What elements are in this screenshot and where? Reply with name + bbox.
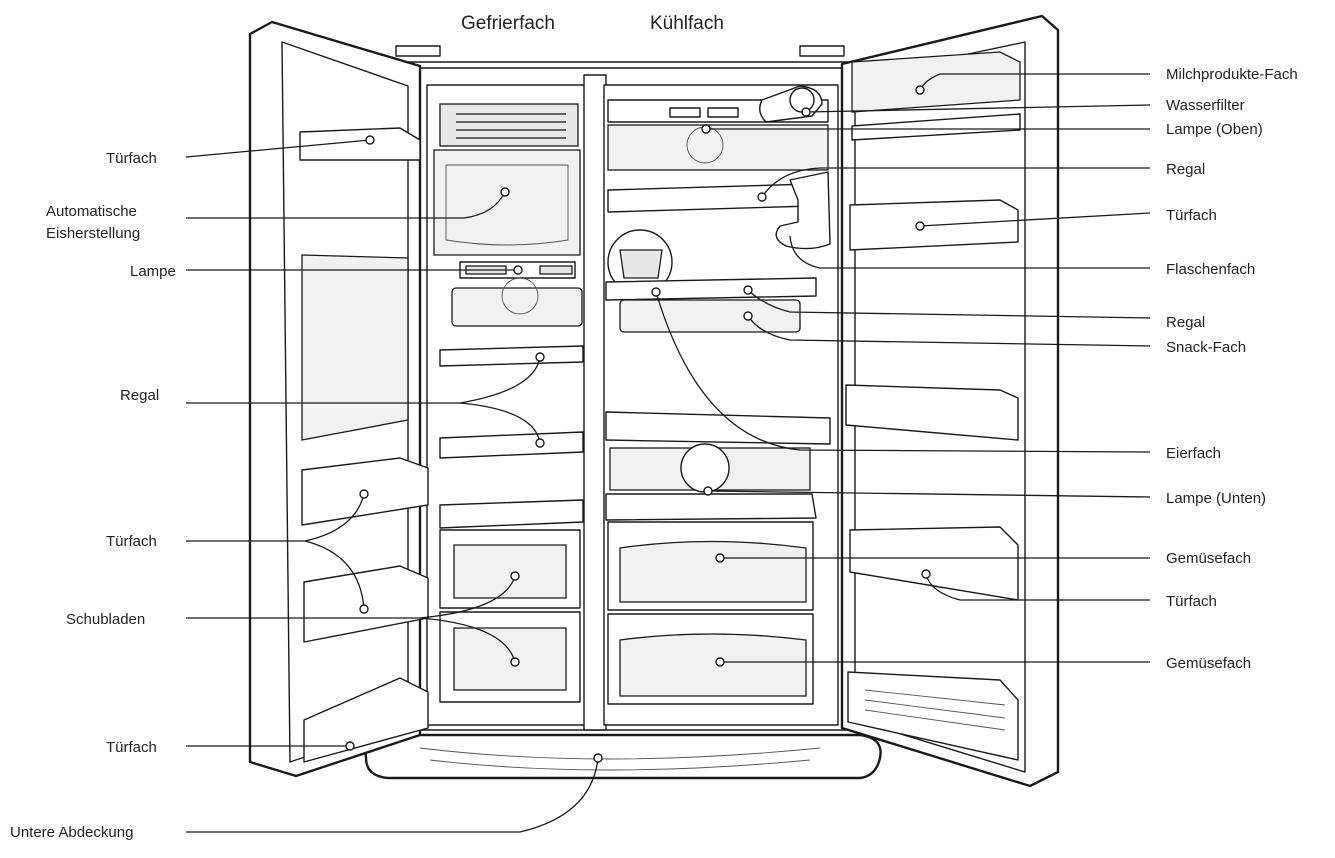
label-lamp: Lampe	[130, 263, 176, 280]
label-door-shelf-right-1: Türfach	[1166, 207, 1217, 224]
left-door-bin-3	[303, 565, 429, 643]
left-door-bin-4	[303, 677, 429, 763]
label-door-shelf-1: Türfach	[106, 150, 157, 167]
label-dairy-compartment: Milchprodukte-Fach	[1166, 66, 1298, 83]
label-vegetable-drawer-1: Gemüsefach	[1166, 550, 1251, 567]
freezer-lamp-cover	[451, 287, 583, 327]
right-labels: Milchprodukte-Fach Wasserfilter Lampe (O…	[651, 66, 1298, 672]
label-shelf: Regal	[120, 387, 159, 404]
label-bottle-compartment: Flaschenfach	[1166, 261, 1255, 278]
right-door	[840, 14, 1060, 788]
label-snack-compartment: Snack-Fach	[1166, 339, 1246, 356]
left-labels: Türfach Automatische Eisherstellung Lamp…	[10, 135, 603, 841]
refrigerator-illustration	[248, 14, 1060, 788]
ice-maker	[433, 149, 581, 256]
left-door-bin-1	[299, 127, 421, 161]
label-door-shelf-2: Türfach	[106, 533, 157, 550]
heading-fridge: Kühlfach	[650, 13, 724, 34]
label-lamp-top: Lampe (Oben)	[1166, 121, 1263, 138]
label-egg-compartment: Eierfach	[1166, 445, 1221, 462]
label-shelf-2: Regal	[1166, 314, 1205, 331]
label-vegetable-drawer-2: Gemüsefach	[1166, 655, 1251, 672]
label-ice-maker-2: Eisherstellung	[46, 225, 140, 242]
label-bottom-cover: Untere Abdeckung	[10, 824, 133, 841]
fridge-shelf-3	[605, 411, 831, 445]
right-door-bin-3	[849, 526, 1019, 601]
left-door	[248, 20, 429, 778]
snack-drawer	[619, 299, 801, 333]
bottom-cover	[364, 733, 882, 780]
center-divider	[583, 74, 607, 731]
heading-freezer: Gefrierfach	[461, 13, 555, 34]
label-water-filter: Wasserfilter	[1166, 97, 1245, 114]
label-door-shelf-3: Türfach	[106, 739, 157, 756]
right-door-bin-2	[845, 384, 1019, 441]
label-lamp-bottom: Lampe (Unten)	[1166, 490, 1266, 507]
label-shelf-1: Regal	[1166, 161, 1205, 178]
label-drawers: Schubladen	[66, 611, 145, 628]
fridge-top-lamp-housing	[607, 124, 829, 171]
right-door-dairy-compartment	[851, 51, 1021, 113]
freezer-shelf-2	[439, 431, 584, 459]
bottle-holder	[775, 171, 831, 250]
label-ice-maker-1: Automatische	[46, 203, 137, 220]
freezer-shelf-1	[439, 345, 584, 367]
fridge-shelf-2	[605, 277, 817, 301]
freezer-shelf-3	[439, 499, 584, 529]
fridge-bottom-lamp	[680, 443, 730, 493]
right-door-bin-4	[847, 671, 1019, 761]
label-door-shelf-right-2: Türfach	[1166, 593, 1217, 610]
